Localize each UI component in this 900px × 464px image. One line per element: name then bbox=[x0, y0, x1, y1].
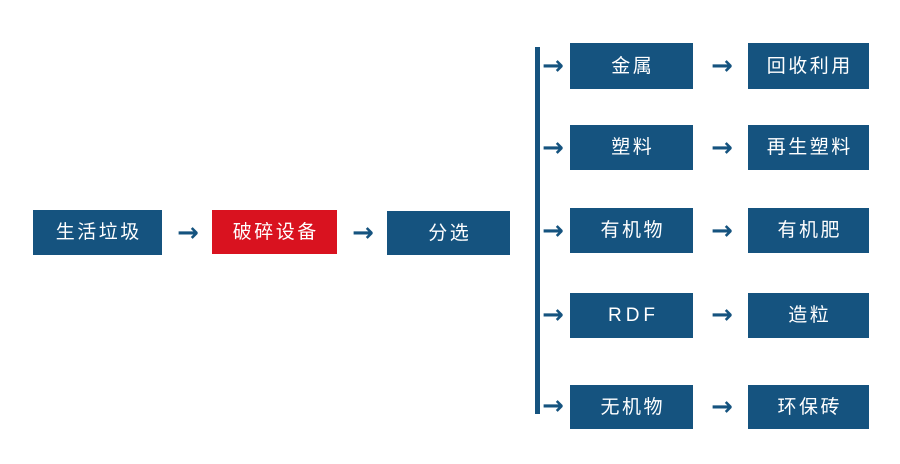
node-fraction-plastic[interactable]: 塑料 bbox=[570, 125, 693, 170]
node-product-recycled-plastic[interactable]: 再生塑料 bbox=[748, 125, 869, 170]
branch-arrow-right-icon: → bbox=[542, 133, 564, 163]
node-product-recycling[interactable]: 回收利用 bbox=[748, 43, 869, 89]
arrow-right-icon: → bbox=[711, 392, 733, 422]
node-crusher[interactable]: 破碎设备 bbox=[212, 210, 337, 254]
branch-arrow-right-icon: → bbox=[542, 216, 564, 246]
arrow-right-icon: → bbox=[177, 218, 199, 248]
branch-arrow-right-icon: → bbox=[542, 51, 564, 81]
node-fraction-rdf[interactable]: RDF bbox=[570, 293, 693, 338]
branch-arrow-right-icon: → bbox=[542, 300, 564, 330]
arrow-right-icon: → bbox=[711, 51, 733, 81]
node-fraction-organic[interactable]: 有机物 bbox=[570, 208, 693, 253]
branch-arrow-right-icon: → bbox=[542, 391, 564, 421]
node-product-eco-brick[interactable]: 环保砖 bbox=[748, 385, 869, 429]
arrow-right-icon: → bbox=[711, 216, 733, 246]
node-product-organic-fertilizer[interactable]: 有机肥 bbox=[748, 208, 869, 253]
node-sorting[interactable]: 分选 bbox=[387, 211, 510, 255]
node-product-pelletizing[interactable]: 造粒 bbox=[748, 293, 869, 338]
branch-trunk-line bbox=[535, 47, 540, 414]
node-fraction-metal[interactable]: 金属 bbox=[570, 43, 693, 89]
node-fraction-inorganic[interactable]: 无机物 bbox=[570, 385, 693, 429]
arrow-right-icon: → bbox=[711, 300, 733, 330]
arrow-right-icon: → bbox=[711, 133, 733, 163]
node-waste[interactable]: 生活垃圾 bbox=[33, 210, 162, 255]
arrow-right-icon: → bbox=[352, 218, 374, 248]
